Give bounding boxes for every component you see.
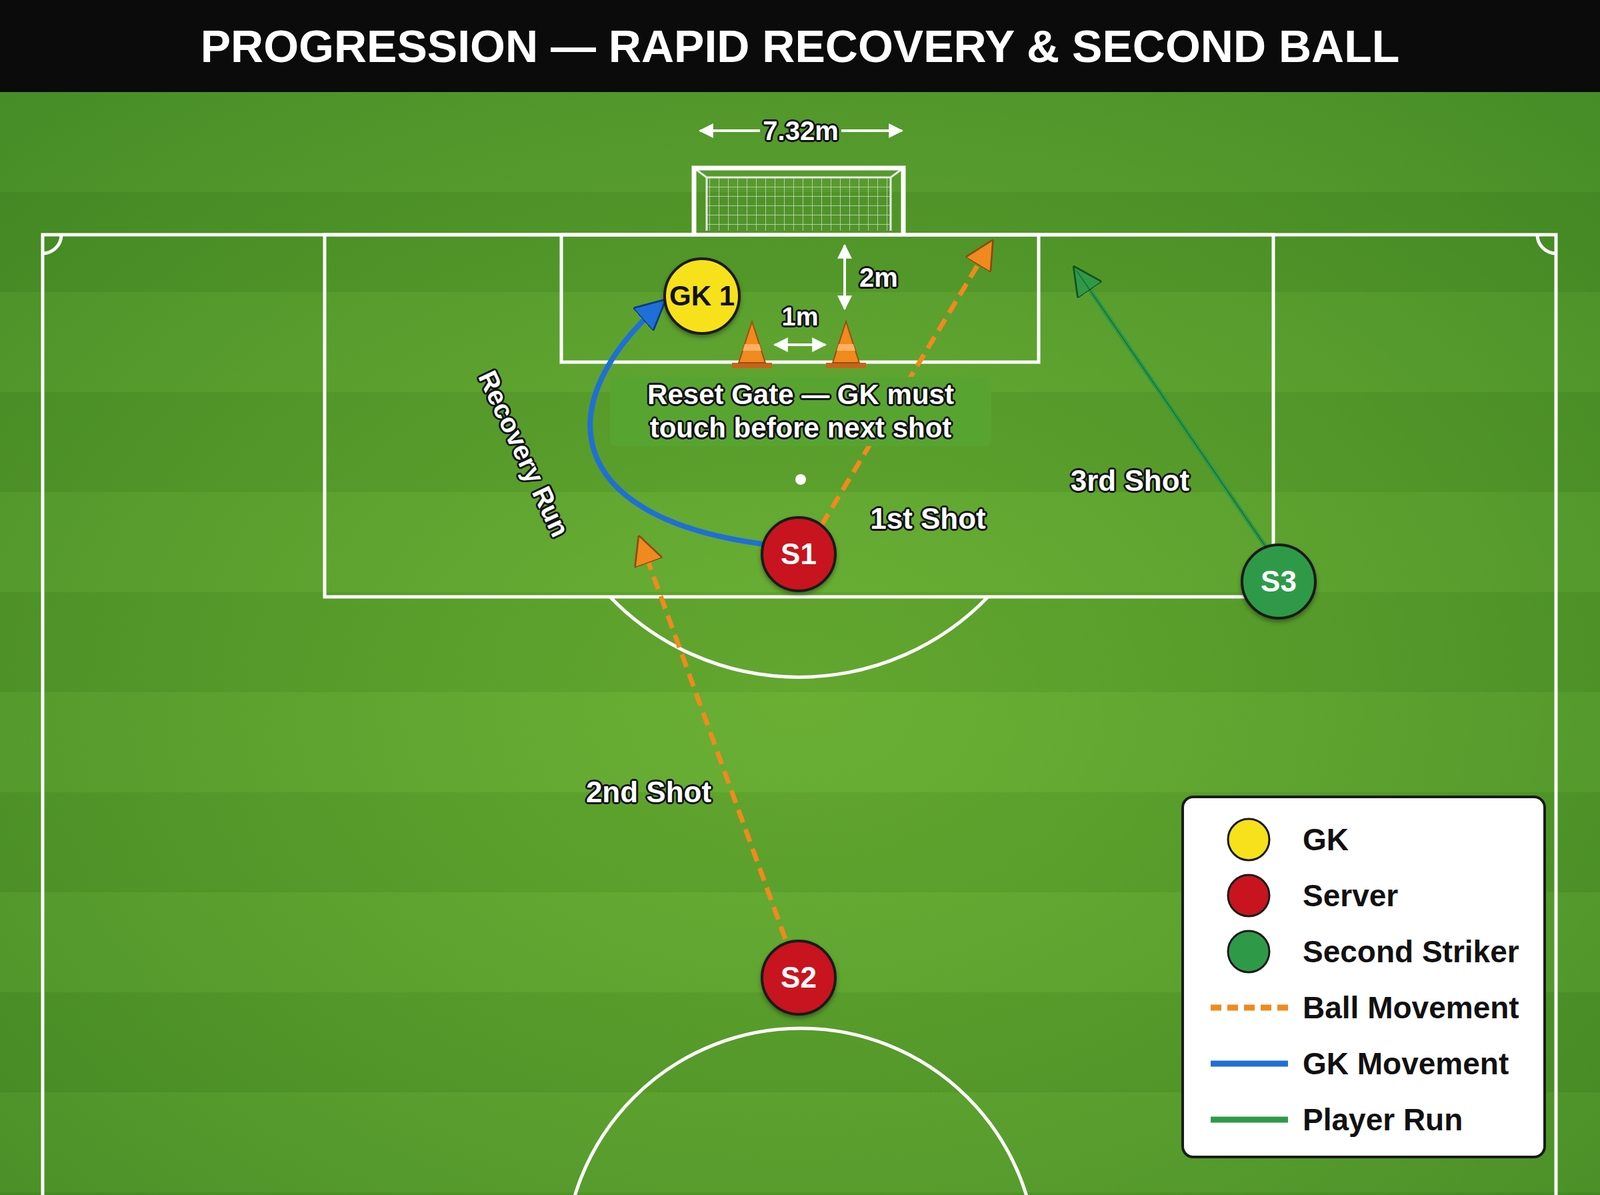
striker-marker: S3: [1240, 543, 1317, 620]
legend-panel: GK ServerSecond StrikerBall Movement GK Mo…: [1181, 795, 1546, 1158]
legend-swatch: [1205, 816, 1292, 863]
legend-line-sample: [1205, 984, 1292, 1031]
legend-text: GK: [1302, 821, 1349, 858]
legend-swatch: [1205, 928, 1292, 975]
shot-label: 1st Shot: [870, 501, 986, 537]
title-bar: PROGRESSION — RAPID RECOVERY & SECOND BA…: [0, 0, 1600, 92]
legend-swatch: [1205, 872, 1292, 919]
legend-text: Server: [1302, 877, 1398, 914]
legend-text: Player Run: [1302, 1101, 1463, 1138]
node-label: S1: [780, 537, 817, 571]
legend-line-sample: [1205, 1096, 1292, 1143]
node-label: GK 1: [669, 280, 735, 312]
node-label: S2: [780, 960, 817, 994]
server-marker: S1: [760, 516, 837, 592]
goalkeeper-marker: GK 1: [663, 257, 741, 335]
title-text: PROGRESSION — RAPID RECOVERY & SECOND BA…: [200, 20, 1400, 72]
legend-text: Second Striker: [1302, 933, 1520, 970]
dimension-label: 1m: [782, 302, 819, 333]
dimension-label: 2m: [859, 261, 898, 294]
legend-text: GK Movement: [1302, 1045, 1509, 1082]
shot-label: 3rd Shot: [1070, 463, 1190, 499]
shot-label: 2nd Shot: [586, 774, 712, 810]
legend-line-sample: [1205, 1040, 1292, 1087]
legend-text: Ball Movement: [1302, 989, 1520, 1026]
dimension-label: 7.32m: [762, 114, 838, 147]
node-label: S3: [1260, 564, 1297, 598]
gate-note: Reset Gate — GK must touch before next s…: [610, 376, 992, 447]
server-marker: S2: [760, 939, 837, 1016]
